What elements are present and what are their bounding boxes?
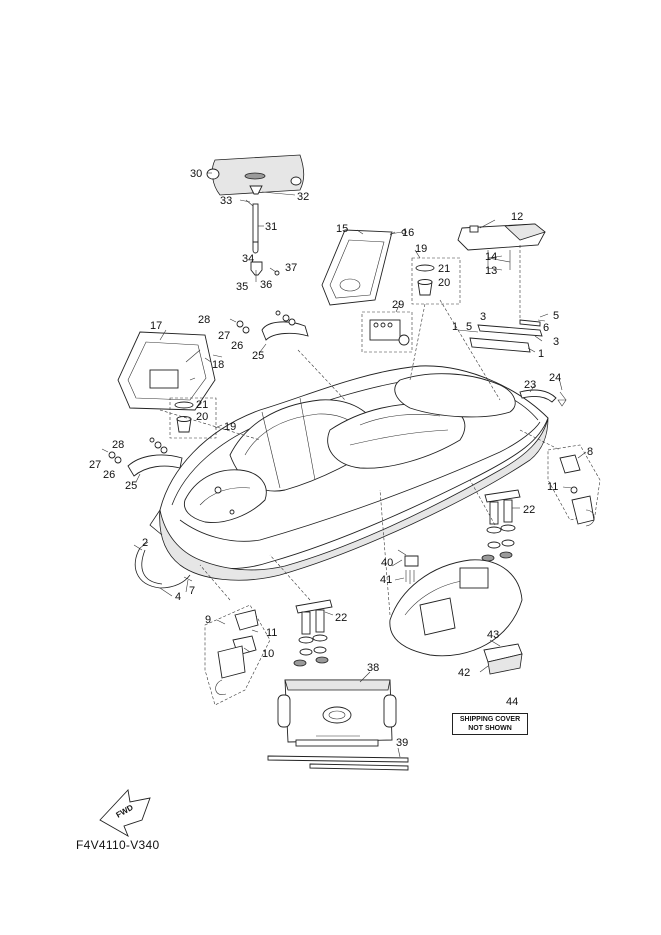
callout-32: 32 — [297, 191, 309, 203]
callout-42: 42 — [458, 667, 470, 679]
cooler-box — [277, 679, 397, 747]
cup-holder-assy-left — [169, 397, 217, 439]
storage-detail-inset — [389, 549, 523, 675]
callout-31: 31 — [265, 221, 277, 233]
long-bar — [267, 755, 409, 771]
callout-9: 9 — [205, 614, 211, 626]
callout-19: 19 — [224, 421, 236, 433]
callout-22: 22 — [335, 612, 347, 624]
callout-12: 12 — [511, 211, 523, 223]
callout-25: 25 — [125, 480, 137, 492]
callout-17: 17 — [150, 320, 162, 332]
callout-16: 16 — [402, 227, 414, 239]
callout-34: 34 — [242, 253, 254, 265]
boat-deck-drawing — [149, 365, 549, 581]
callout-26: 26 — [231, 340, 243, 352]
callout-1: 1 — [538, 348, 544, 360]
bow-eye-group-left — [204, 604, 271, 706]
grab-handle-lower — [101, 437, 183, 477]
callout-4: 4 — [175, 591, 181, 603]
callout-25: 25 — [252, 350, 264, 362]
grab-handle-upper — [229, 310, 309, 341]
callout-20: 20 — [196, 411, 208, 423]
callout-26: 26 — [103, 469, 115, 481]
callout-21: 21 — [438, 263, 450, 275]
leader-lines — [135, 172, 587, 758]
callout-44: 44 — [506, 696, 518, 708]
upper-storage-bin — [321, 229, 407, 306]
callout-28: 28 — [112, 439, 124, 451]
callout-28: 28 — [198, 314, 210, 326]
callout-39: 39 — [396, 737, 408, 749]
callout-18: 18 — [212, 359, 224, 371]
pop-up-cleat-left — [293, 599, 333, 667]
callout-21: 21 — [196, 399, 208, 411]
callout-5: 5 — [466, 321, 472, 333]
callout-8: 8 — [587, 446, 593, 458]
callout-5: 5 — [553, 310, 559, 322]
callout-33: 33 — [220, 195, 232, 207]
shipping-note-line-2: NOT SHOWN — [468, 725, 512, 732]
cable-group — [133, 544, 193, 589]
bow-eye-group-right — [547, 444, 601, 527]
callout-22: 22 — [523, 504, 535, 516]
pop-up-cleat-right — [481, 489, 521, 562]
callout-19: 19 — [415, 243, 427, 255]
cup-holder-assy-upper — [411, 257, 461, 305]
shipping-note-line-1: SHIPPING COVER — [459, 716, 521, 723]
callout-38: 38 — [367, 662, 379, 674]
diagram-code: F4V4110-V340 — [76, 838, 160, 852]
callout-23: 23 — [524, 379, 536, 391]
callout-15: 15 — [336, 223, 348, 235]
callout-30: 30 — [190, 168, 202, 180]
callout-6: 6 — [543, 322, 549, 334]
left-storage-bin — [117, 331, 223, 411]
callout-3: 3 — [553, 336, 559, 348]
callout-27: 27 — [89, 459, 101, 471]
callout-labels: 1 1 2 3 3 4 5 5 6 7 8 9 10 11 11 12 13 1… — [89, 168, 593, 749]
callout-43: 43 — [487, 629, 499, 641]
fwd-arrow: FWD — [99, 789, 151, 838]
callout-27: 27 — [218, 330, 230, 342]
callout-13: 13 — [485, 265, 497, 277]
callout-14: 14 — [485, 251, 497, 263]
switch-panel-assy — [361, 311, 413, 353]
callout-24: 24 — [549, 372, 561, 384]
callout-35: 35 — [236, 281, 248, 293]
seat-rail-group — [469, 313, 549, 353]
seat-base-group — [457, 223, 546, 320]
callout-11: 11 — [547, 481, 558, 493]
callout-40: 40 — [381, 557, 393, 569]
front-hatch-group — [206, 154, 305, 282]
callout-1: 1 — [452, 321, 458, 333]
callout-10: 10 — [262, 648, 274, 660]
callout-20: 20 — [438, 277, 450, 289]
callout-29: 29 — [392, 299, 404, 311]
callout-37: 37 — [285, 262, 297, 274]
callout-41: 41 — [380, 574, 392, 586]
callout-3: 3 — [480, 311, 486, 323]
callout-36: 36 — [260, 279, 272, 291]
shipping-cover-note: SHIPPING COVER NOT SHOWN — [452, 713, 528, 735]
tow-eye-group — [519, 389, 567, 407]
callout-2: 2 — [142, 537, 148, 549]
callout-11: 11 — [266, 627, 277, 639]
callout-7: 7 — [189, 585, 195, 597]
